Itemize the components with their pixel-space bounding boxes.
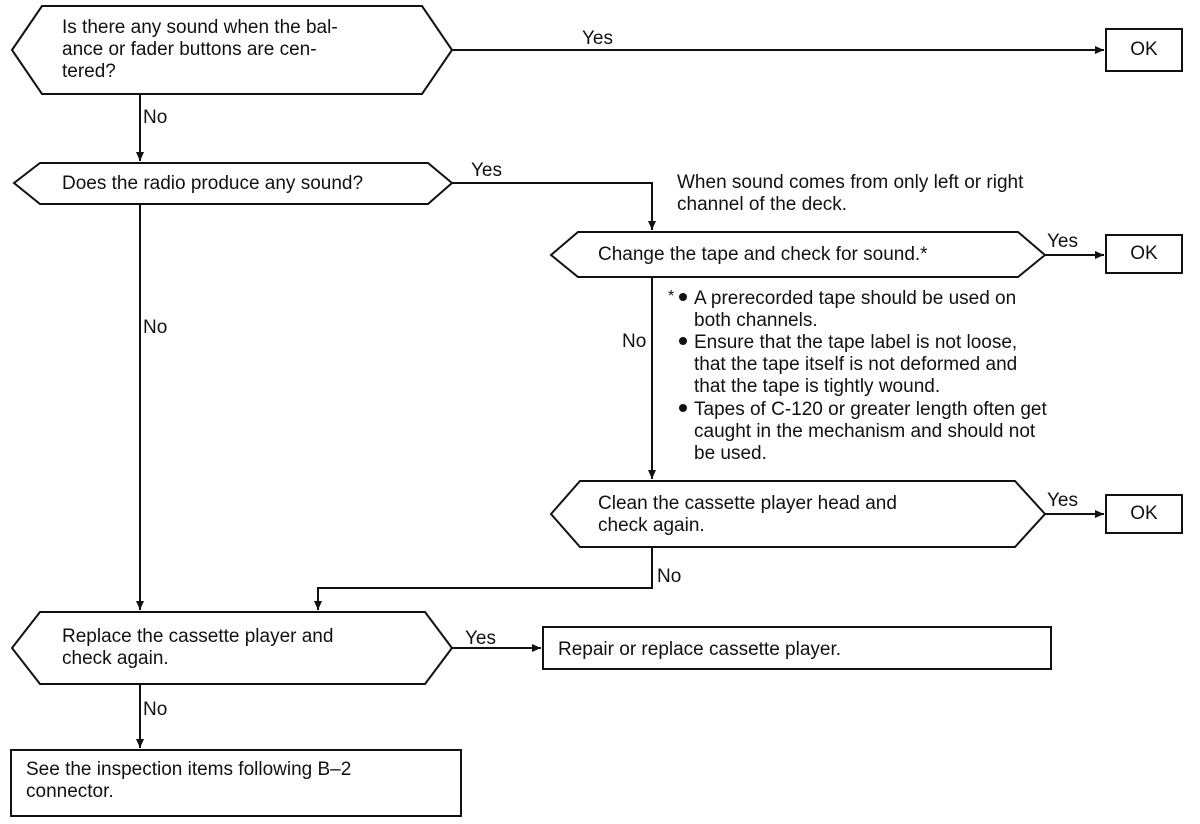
decision-4-text: Clean the cassette player head and check…: [598, 493, 897, 536]
bullet-icon: [679, 337, 687, 345]
label-yes-d3: Yes: [1047, 231, 1078, 252]
decision-1-text: Is there any sound when the bal- ance or…: [62, 17, 338, 82]
lr-channel-note: When sound comes from only left or right…: [677, 172, 1024, 215]
label-no-d2: No: [143, 317, 168, 338]
decision-3-text: Change the tape and check for sound.*: [598, 244, 928, 265]
note-asterisk: *: [668, 288, 675, 305]
repair-box: Repair or replace cassette player.: [542, 626, 1052, 670]
inspection-box: See the inspection items following B–2 c…: [10, 749, 462, 817]
arrow-d2-yes: [452, 182, 656, 230]
label-no-d1: No: [143, 107, 168, 128]
decision-2-text: Does the radio produce any sound?: [62, 173, 364, 194]
note-item-2: Ensure that the tape label is not loose,…: [694, 332, 1018, 397]
note-item-3: Tapes of C-120 or greater length often g…: [694, 399, 1047, 464]
ok-box-3: OK: [1105, 494, 1183, 534]
inspection-text: See the inspection items following B–2 c…: [26, 759, 352, 802]
bullet-icon: [679, 404, 687, 412]
ok-box-1: OK: [1105, 28, 1183, 72]
label-yes-d2: Yes: [471, 160, 502, 181]
repair-text: Repair or replace cassette player.: [558, 639, 842, 660]
label-yes-d4: Yes: [1047, 490, 1078, 511]
label-yes-d5: Yes: [465, 628, 496, 649]
note-item-1: A prerecorded tape should be used on bot…: [694, 288, 1017, 331]
label-no-d4: No: [657, 566, 682, 587]
label-no-d3: No: [622, 331, 647, 352]
arrow-d4-no: [314, 547, 653, 610]
label-yes-d1: Yes: [582, 28, 613, 49]
label-no-d5: No: [143, 699, 168, 720]
decision-5-text: Replace the cassette player and check ag…: [62, 626, 334, 669]
ok-box-2: OK: [1105, 234, 1183, 274]
bullet-icon: [679, 293, 687, 301]
